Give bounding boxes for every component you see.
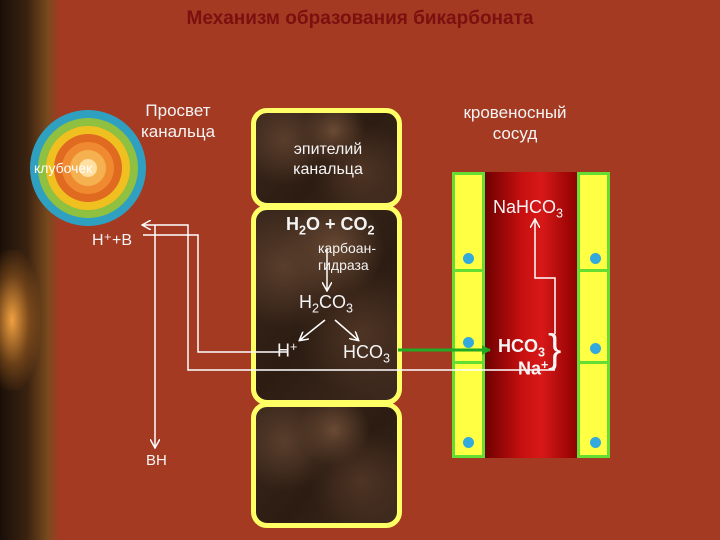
glomerulus-label: клубочек [34, 160, 93, 176]
vessel-dot [590, 343, 601, 354]
bicarbonate-label: HCO3 [343, 342, 391, 366]
vessel-label: кровеносный сосуд [463, 103, 567, 143]
epithelial-cell-bottom [251, 402, 402, 528]
reaction-h2o-co2: H2O + CO2 [286, 214, 375, 238]
slide-title: Механизм образования бикарбоната [186, 8, 534, 29]
vessel-dot [590, 253, 601, 264]
epithelial-cell-top [251, 108, 402, 208]
glomerulus-icon [30, 110, 146, 226]
vessel-dot [463, 253, 474, 264]
vessel-dot [590, 437, 601, 448]
vessel-dot [463, 337, 474, 348]
carbonic-anhydrase-label: карбоан- гидраза [318, 240, 376, 273]
lumen-label: Просвет канальца [140, 101, 216, 141]
vessel-wall-left [452, 172, 485, 458]
vessel-hco3-label: HCO3 [498, 336, 546, 360]
epithelium-label: эпителий канальца [293, 141, 363, 178]
vessel-brace: } [548, 327, 562, 371]
h-plus-label: H+ [277, 340, 298, 361]
h-plus-b-label: H⁺+B [92, 232, 133, 249]
vessel-wall-right [577, 172, 610, 458]
vessel-na-label: Na+ [518, 358, 549, 379]
carbonic-acid-label: H2CO3 [299, 292, 354, 316]
bh-label: BH [146, 452, 167, 469]
decorative-glow [0, 250, 40, 390]
vessel-dot [463, 437, 474, 448]
sodium-bicarbonate-label: NaHCO3 [493, 197, 564, 221]
